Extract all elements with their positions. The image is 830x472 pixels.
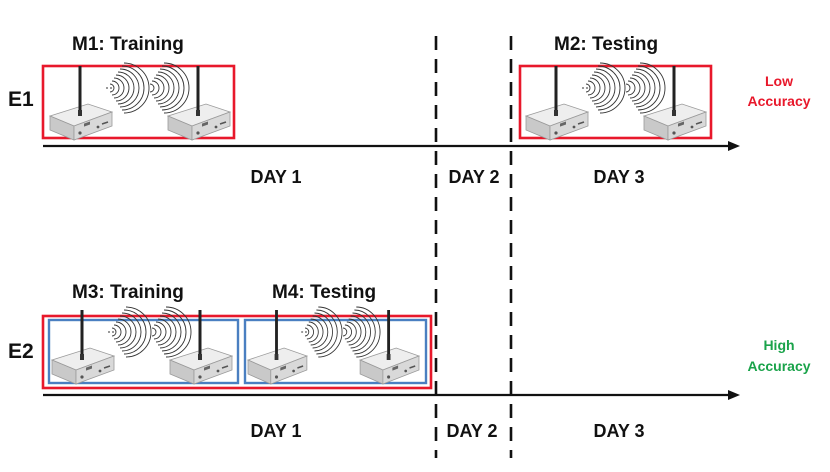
day-label-e2-day2: DAY 2 (446, 421, 497, 441)
wireless-radio-device-icon (50, 63, 230, 140)
result-line2-e2: Accuracy (747, 358, 810, 374)
phase-box-m4 (243, 318, 428, 385)
timeline-arrowhead-e2 (728, 390, 740, 400)
row-label-e2: E2 (8, 340, 34, 363)
row-label-e1: E1 (8, 88, 34, 111)
result-line1-e1: Low (765, 73, 793, 89)
device-pair-m4 (248, 307, 419, 384)
wireless-radio-device-icon (248, 307, 419, 384)
day-label-e2-day1: DAY 1 (250, 421, 301, 441)
result-line1-e2: High (763, 337, 794, 353)
phase-box-m3 (47, 318, 240, 385)
wireless-radio-device-icon (52, 307, 232, 384)
device-pair-m2 (526, 63, 706, 140)
day-label-e1-day3: DAY 3 (593, 167, 644, 187)
phase-box-m2 (518, 64, 713, 140)
day-label-e1-day2: DAY 2 (448, 167, 499, 187)
timeline-arrowhead-e1 (728, 141, 740, 151)
device-pair-m1 (50, 63, 230, 140)
row-e1: E1 M1: Training M2: Testing DAY 1 DAY 2 … (8, 34, 811, 187)
day-label-e2-day3: DAY 3 (593, 421, 644, 441)
phase-title-m3: M3: Training (72, 282, 184, 303)
phase-box-m1 (41, 64, 236, 140)
phase-title-m4: M4: Testing (272, 282, 376, 303)
day-label-e1-day1: DAY 1 (250, 167, 301, 187)
row-e2: E2 M3: Training M4: Testing DAY 1 DAY 2 … (8, 282, 811, 441)
result-line2-e1: Accuracy (747, 93, 810, 109)
wireless-radio-device-icon (526, 63, 706, 140)
phase-title-m2: M2: Testing (554, 34, 658, 55)
device-pair-m3 (52, 307, 232, 384)
outer-box-e2 (41, 314, 433, 390)
phase-title-m1: M1: Training (72, 34, 184, 55)
